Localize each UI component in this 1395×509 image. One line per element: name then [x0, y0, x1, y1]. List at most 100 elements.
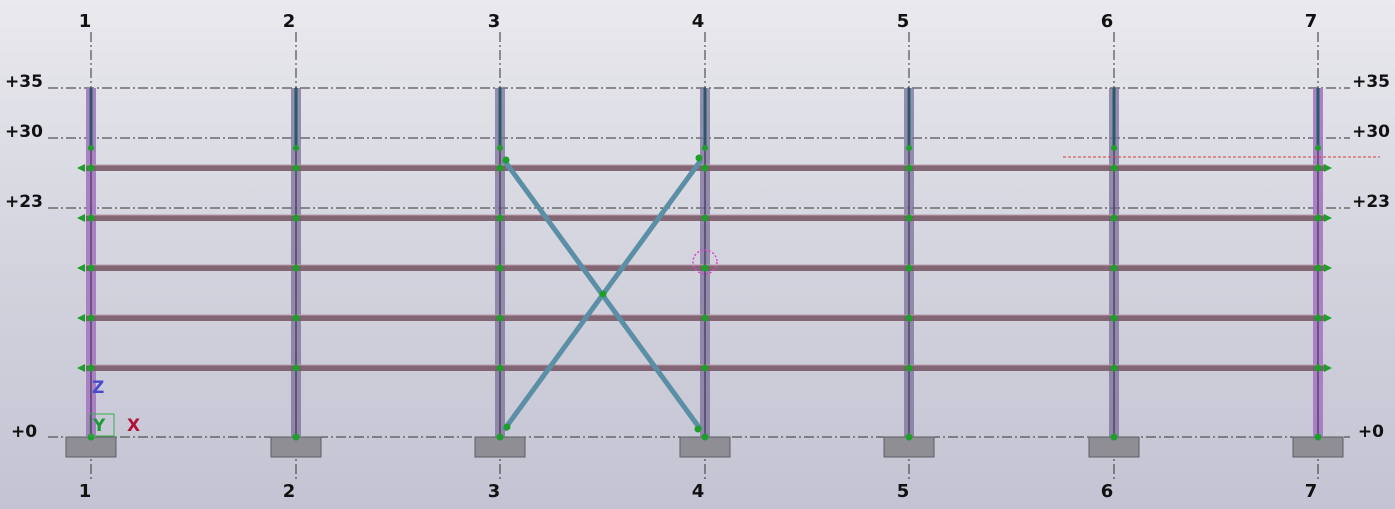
node-1-5 — [87, 364, 95, 372]
end-arrow-2-4 — [1324, 314, 1332, 322]
top-node-1 — [88, 145, 94, 151]
top-node-5 — [906, 145, 912, 151]
node-2-5 — [292, 364, 300, 372]
level-label-0-left: +0 — [11, 422, 37, 442]
grid-label-2-top: 2 — [283, 11, 296, 32]
node-7-3 — [1314, 264, 1322, 272]
grid-label-5-bottom: 5 — [897, 481, 910, 502]
node-1-2 — [87, 214, 95, 222]
node-2-1 — [292, 164, 300, 172]
top-node-3 — [497, 145, 503, 151]
node-7-5 — [1314, 364, 1322, 372]
axis-indicator: Z Y X — [89, 378, 140, 437]
node-1-4 — [87, 314, 95, 322]
end-arrow-2-2 — [1324, 214, 1332, 222]
node-6-4 — [1110, 314, 1118, 322]
grid-label-7-top: 7 — [1305, 11, 1318, 32]
level-label-23-right: +23 — [1352, 192, 1390, 212]
footings — [65, 436, 1344, 458]
selection-circle — [692, 249, 718, 275]
grid-label-7-bottom: 7 — [1305, 481, 1318, 502]
node-2-2 — [292, 214, 300, 222]
node-2-4 — [292, 314, 300, 322]
grid-label-2-bottom: 2 — [283, 481, 296, 502]
grid-label-6-top: 6 — [1101, 11, 1114, 32]
level-labels-right: +35 +30 +23 +0 — [1352, 72, 1390, 442]
end-arrow-1-2 — [77, 214, 85, 222]
axis-x-label: X — [127, 416, 140, 436]
node-3-4 — [496, 314, 504, 322]
node-4-4 — [701, 314, 709, 322]
node-6-3 — [1110, 264, 1118, 272]
brace-node-4 — [694, 425, 702, 433]
level-labels-left: +35 +30 +23 +0 — [5, 72, 43, 442]
node-5-2 — [905, 214, 913, 222]
node-3-3 — [496, 264, 504, 272]
view-decorations — [692, 156, 1380, 275]
brace-node-2 — [695, 154, 703, 162]
level-label-30-left: +30 — [5, 122, 43, 142]
level-label-35-left: +35 — [5, 72, 43, 92]
axis-y-box — [89, 413, 115, 437]
end-arrow-1-4 — [77, 314, 85, 322]
end-arrow-1-1 — [77, 164, 85, 172]
base-node-3 — [496, 433, 504, 441]
top-node-2 — [293, 145, 299, 151]
node-4-5 — [701, 364, 709, 372]
end-arrow-1-5 — [77, 364, 85, 372]
brace-node-3 — [503, 423, 511, 431]
axis-y-label: Y — [92, 416, 106, 436]
top-node-6 — [1111, 145, 1117, 151]
columns — [86, 88, 1323, 437]
node-3-5 — [496, 364, 504, 372]
node-5-3 — [905, 264, 913, 272]
node-6-2 — [1110, 214, 1118, 222]
end-arrow-2-3 — [1324, 264, 1332, 272]
connection-nodes — [77, 145, 1332, 441]
node-7-4 — [1314, 314, 1322, 322]
base-node-1 — [87, 433, 95, 441]
top-node-4 — [702, 145, 708, 151]
level-label-23-left: +23 — [5, 192, 43, 212]
base-node-7 — [1314, 433, 1322, 441]
end-arrow-2-1 — [1324, 164, 1332, 172]
node-4-2 — [701, 214, 709, 222]
node-6-1 — [1110, 164, 1118, 172]
node-5-4 — [905, 314, 913, 322]
node-3-2 — [496, 214, 504, 222]
grid-label-3-top: 3 — [488, 11, 501, 32]
level-label-35-right: +35 — [1352, 72, 1390, 92]
base-node-5 — [905, 433, 913, 441]
end-arrow-1-3 — [77, 264, 85, 272]
axis-z-label: Z — [92, 378, 104, 398]
base-node-2 — [292, 433, 300, 441]
end-arrow-2-5 — [1324, 364, 1332, 372]
level-label-0-right: +0 — [1358, 422, 1384, 442]
level-label-30-right: +30 — [1352, 122, 1390, 142]
node-1-1 — [87, 164, 95, 172]
grid-label-1-top: 1 — [79, 11, 92, 32]
grid-label-3-bottom: 3 — [488, 481, 501, 502]
grid-label-5-top: 5 — [897, 11, 910, 32]
node-5-5 — [905, 364, 913, 372]
node-7-2 — [1314, 214, 1322, 222]
grid-label-1-bottom: 1 — [79, 481, 92, 502]
node-7-1 — [1314, 164, 1322, 172]
node-4-3 — [701, 264, 709, 272]
node-6-5 — [1110, 364, 1118, 372]
node-4-1 — [701, 164, 709, 172]
node-1-3 — [87, 264, 95, 272]
base-node-4 — [701, 433, 709, 441]
level-gridlines — [48, 87, 1350, 438]
node-3-1 — [496, 164, 504, 172]
grid-label-6-bottom: 6 — [1101, 481, 1114, 502]
brace-node-1 — [502, 156, 510, 164]
grid-labels-top: 1 2 3 4 5 6 7 — [79, 11, 1318, 32]
top-node-7 — [1315, 145, 1321, 151]
node-2-3 — [292, 264, 300, 272]
base-node-6 — [1110, 433, 1118, 441]
grid-label-4-top: 4 — [692, 11, 705, 32]
grid-labels-bottom: 1 2 3 4 5 6 7 — [79, 481, 1318, 502]
grid-label-4-bottom: 4 — [692, 481, 705, 502]
